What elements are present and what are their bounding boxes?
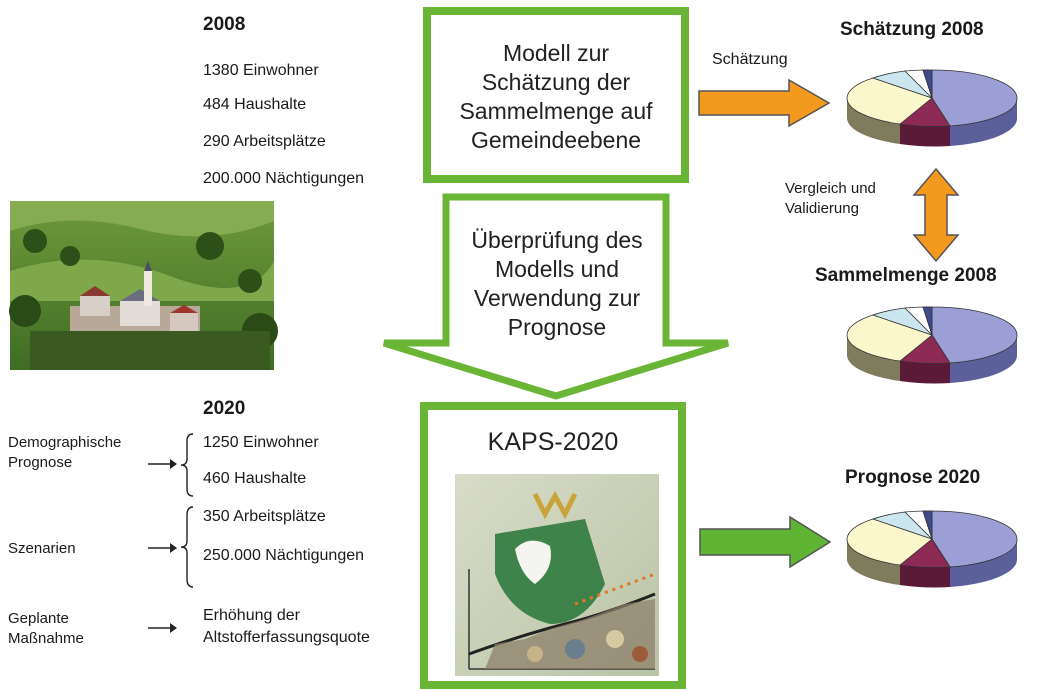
stat-overnight-2020: 250.000 Nächtigungen [203,547,365,564]
stat-jobs-2008: 290 Arbeitsplätze [203,133,326,150]
review-line-2: Modells und [494,256,620,282]
pie-collected-title: Sammelmenge 2008 [815,265,997,286]
group-demographic-brace [180,433,194,497]
review-line-1: Überprüfung des [471,227,643,253]
stat-jobs-2020: 350 Arbeitsplätze [203,508,326,525]
compare-label-line-1: Vergleich und [785,180,876,197]
group-demographic-label: Demographische Prognose [8,433,121,473]
group-demographic-arrow [148,459,177,469]
group-demographic-label-line-2: Prognose [8,454,73,471]
stat-households-2020: 460 Haushalte [203,470,307,487]
year-2020-heading: 2020 [203,398,246,419]
stat-overnight-2008: 200.000 Nächtigungen [203,170,365,187]
model-line-4: Gemeindeebene [470,127,642,153]
group-scenarios-label: Szenarien [8,540,76,557]
model-box: Modell zur Schätzung der Sammelmenge auf… [423,7,689,183]
village-photo [9,201,278,370]
stat-residents-2020: 1250 Einwohner [203,434,319,451]
stat-households-2008: 484 Haushalte [203,96,307,113]
model-line-2: Schätzung der [481,69,631,95]
stat-residents-2008: 1380 Einwohner [203,62,319,79]
year-2008-heading: 2008 [203,14,246,35]
forecast-arrow [699,515,832,569]
review-line-3: Verwendung zur [473,285,641,311]
group-scenarios-arrow [148,543,177,553]
pie-estimate-title: Schätzung 2008 [840,19,984,40]
model-line-3: Sammelmenge auf [459,98,653,124]
group-measure-label-line-1: Geplante [8,610,69,627]
compare-label-line-2: Validierung [785,200,859,217]
pie-estimate [846,69,1018,147]
model-line-1: Modell zur [502,40,610,66]
pie-collected [846,306,1018,384]
measure-text: Erhöhung der Altstofferfassungsquote [203,605,370,649]
group-measure-arrow [148,623,177,633]
compare-double-arrow [912,167,960,263]
pie-forecast-title: Prognose 2020 [845,467,981,488]
measure-line-1: Erhöhung der [203,607,300,624]
review-line-4: Prognose [507,314,607,340]
pie-forecast [846,510,1018,588]
compare-label: Vergleich und Validierung [785,179,876,219]
estimate-arrow [698,78,831,128]
group-measure-label-line-2: Maßnahme [8,630,84,647]
review-down-arrow [382,193,730,400]
review-arrow-text: Überprüfung des Modells und Verwendung z… [446,226,668,342]
kaps-title: KAPS-2020 [487,428,619,456]
measure-line-2: Altstofferfassungsquote [203,629,370,646]
group-scenarios-brace [180,506,194,588]
group-demographic-label-line-1: Demographische [8,434,122,451]
group-measure-label: Geplante Maßnahme [8,609,84,649]
estimate-arrow-label: Schätzung [712,51,788,68]
kaps-logo-image [455,474,659,676]
